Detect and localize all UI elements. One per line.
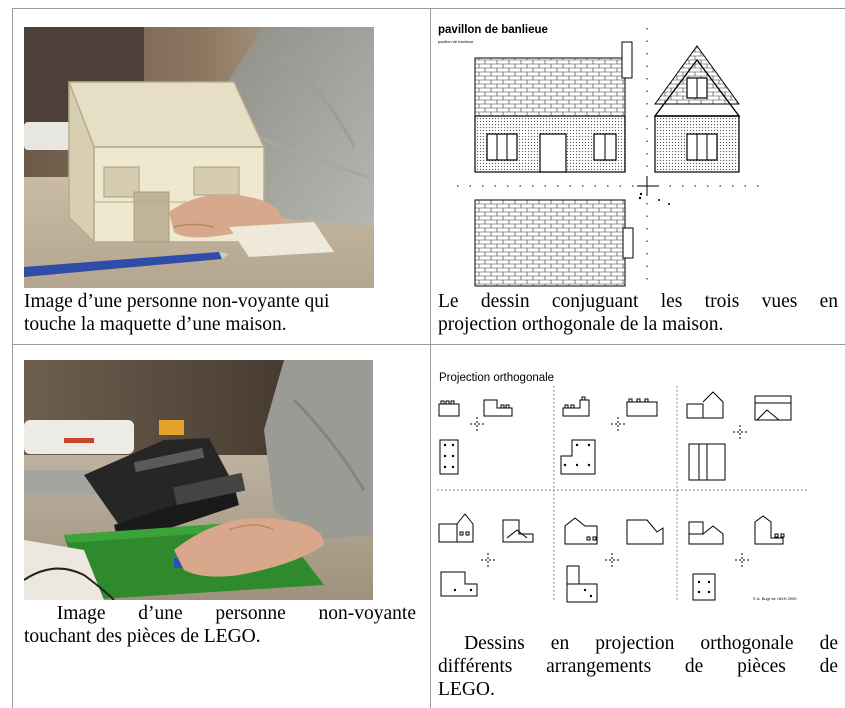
caption-line: touche la maquette d’une maison. — [24, 314, 287, 335]
caption-house-model-photo: Image d’une personne non-voyante qui tou… — [24, 290, 424, 336]
caption-lego-drawings: Dessins en projection orthogonale de dif… — [438, 632, 838, 701]
photo-lego-pieces — [24, 360, 373, 600]
photo-house-model — [24, 27, 374, 288]
table-row-divider — [12, 344, 845, 345]
caption-line: Dessins en projection orthogonale de — [438, 633, 838, 654]
caption-line: touchant des pièces de LEGO. — [24, 626, 261, 647]
caption-house-drawing: Le dessin conjuguant les trois vues en p… — [438, 290, 838, 336]
drawing-credit: © A. Bugr de l’AVH 2000 — [753, 596, 797, 601]
caption-line: Image d’une personne non-voyante qui — [24, 291, 330, 312]
drawing-title: pavillon de banlieue — [438, 24, 548, 36]
drawing-title: Projection orthogonale — [439, 372, 555, 384]
table-top-border — [12, 8, 845, 9]
drawing-subtitle: pavillon de banlieue — [438, 39, 474, 44]
caption-lego-photo: Image d’une personne non-voyante touchan… — [24, 602, 416, 648]
caption-line: projection orthogonale de la maison. — [438, 314, 724, 335]
table-left-border — [12, 8, 13, 708]
caption-line: Le dessin conjuguant les trois vues en — [438, 291, 838, 312]
caption-line: différents arrangements de pièces de — [438, 656, 838, 677]
drawing-house-projection: pavillon de banlieue pavillon de banlieu… — [437, 24, 837, 289]
table-column-divider — [430, 8, 431, 708]
caption-line: Image d’une personne non-voyante — [24, 603, 416, 624]
caption-line: LEGO. — [438, 679, 495, 700]
drawing-lego-projections: Projection orthogonale — [437, 372, 827, 604]
